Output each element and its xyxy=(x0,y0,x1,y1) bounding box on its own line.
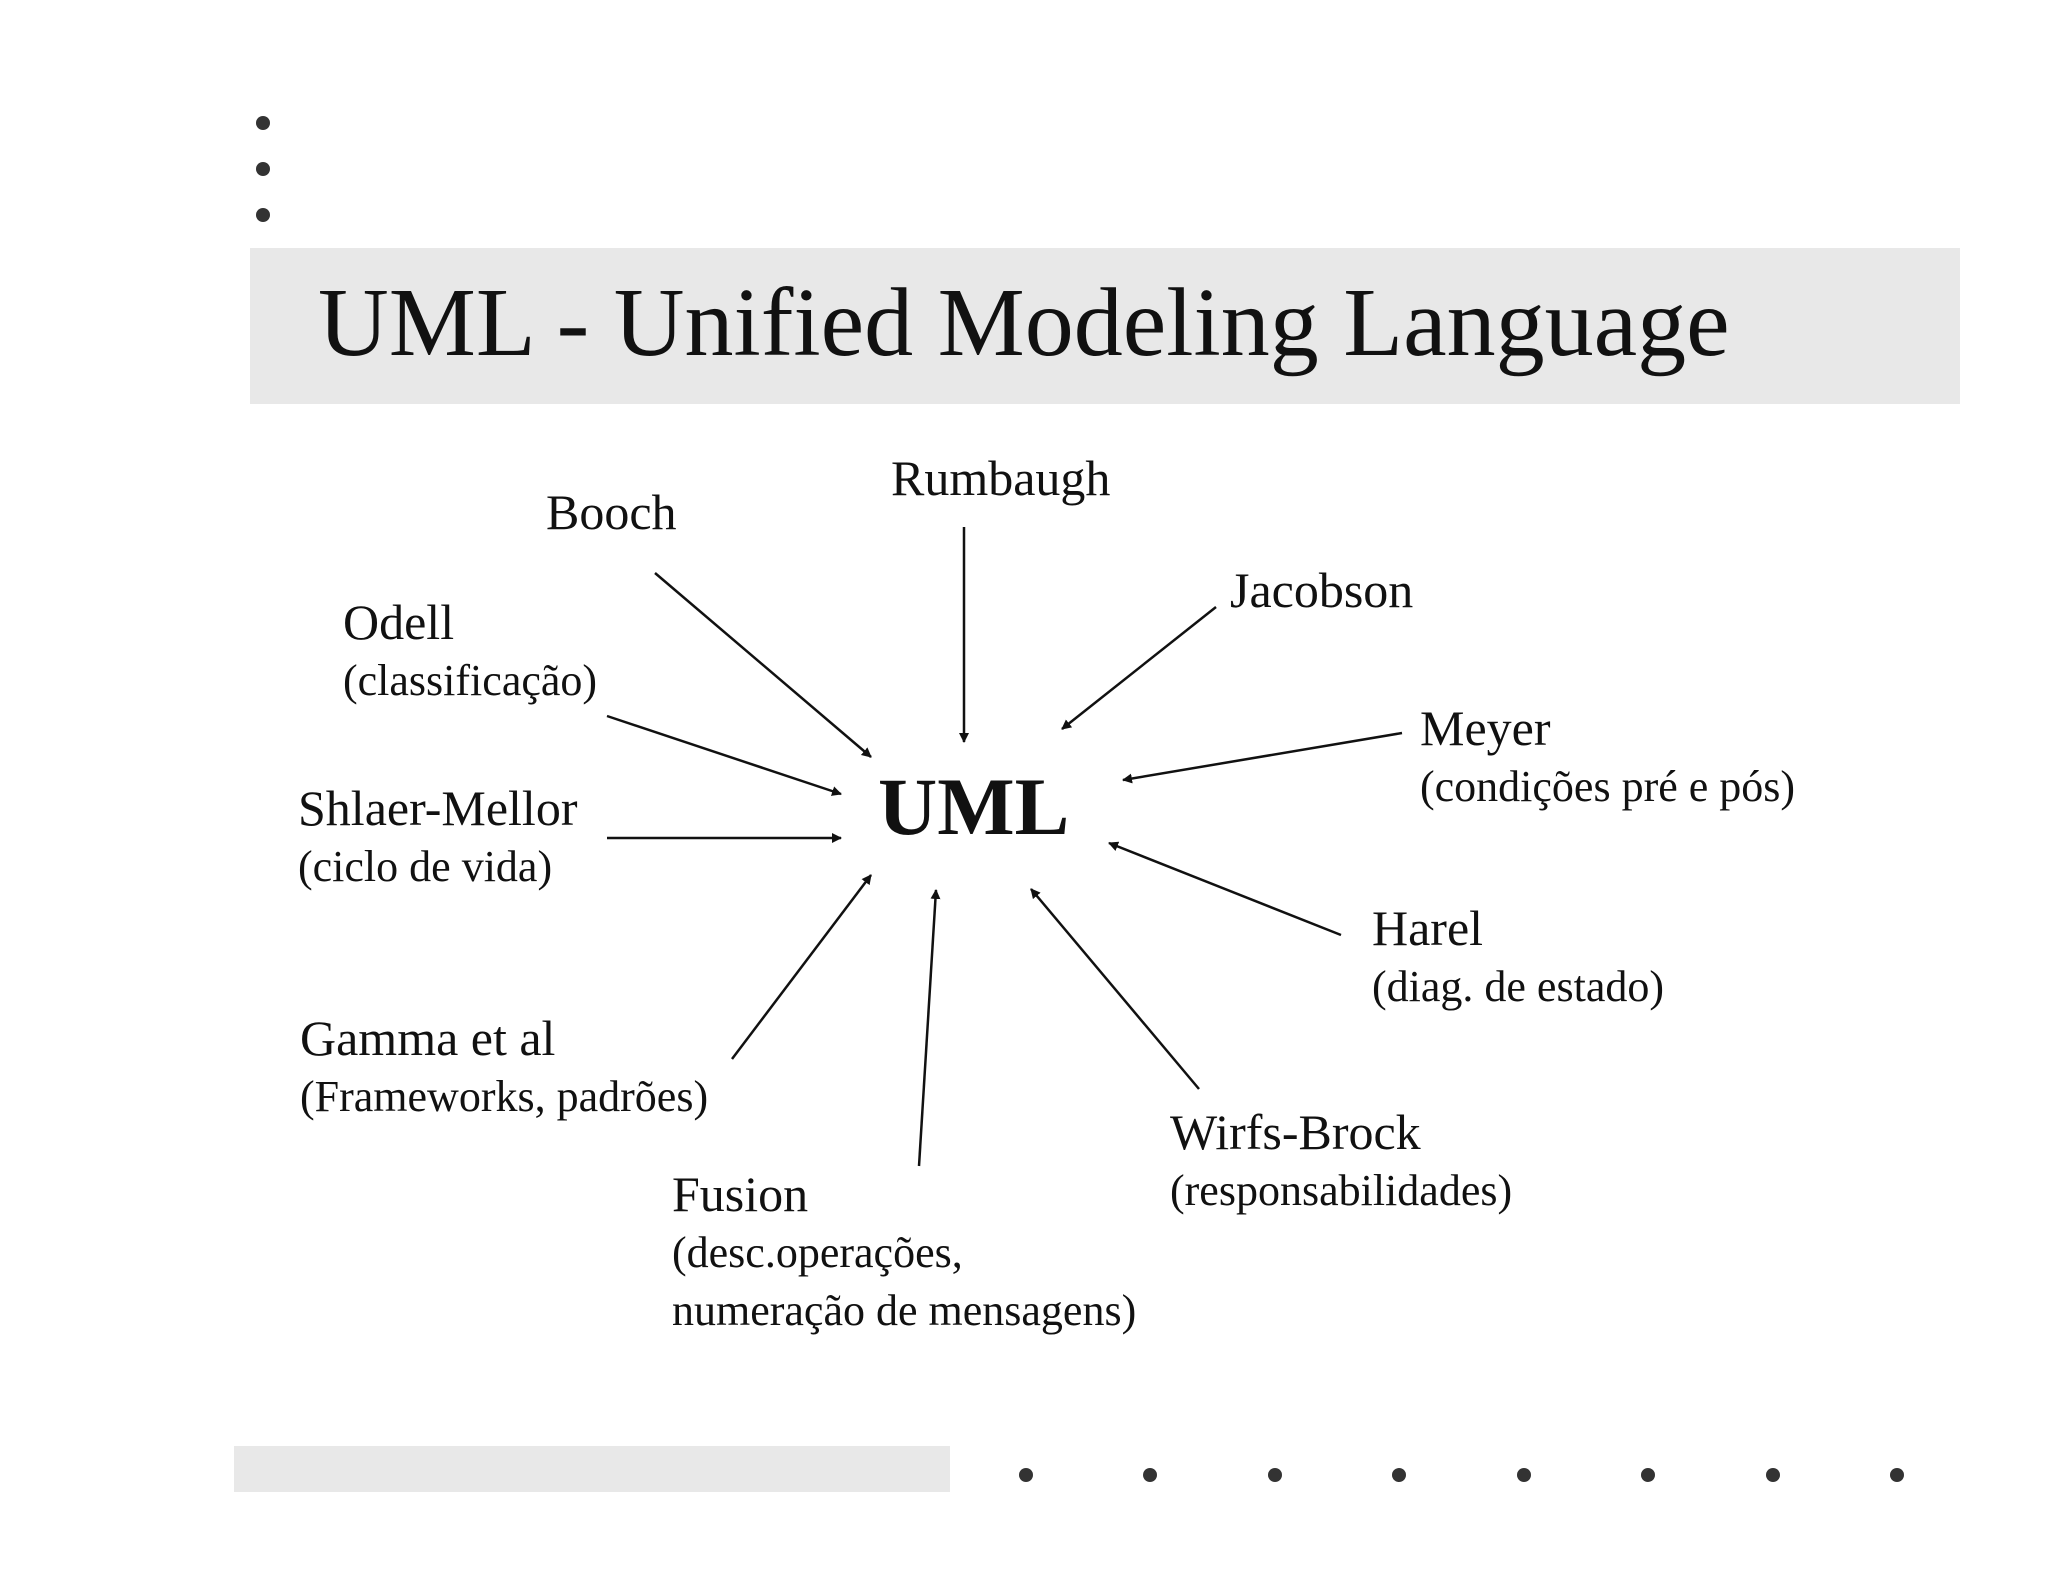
contributor-note: (ciclo de vida) xyxy=(298,842,553,891)
arrow-meyer xyxy=(1122,731,1403,784)
contributor-note: (diag. de estado) xyxy=(1372,962,1664,1011)
decorative-dot xyxy=(256,162,270,176)
title-band xyxy=(250,248,1960,404)
decorative-dot xyxy=(1268,1468,1282,1482)
arrow-odell xyxy=(606,714,842,796)
contributor-wirfs-brock: Wirfs-Brock (responsabilidades) xyxy=(1170,1102,1512,1220)
contributor-name: Shlaer-Mellor xyxy=(298,780,578,836)
decorative-dot xyxy=(1143,1468,1157,1482)
contributor-note: (classificação) xyxy=(343,656,598,705)
decorative-dot xyxy=(256,208,270,222)
contributor-note: (responsabilidades) xyxy=(1170,1166,1513,1215)
contributor-harel: Harel (diag. de estado) xyxy=(1372,898,1664,1016)
contributor-note: (desc.operações, xyxy=(672,1228,963,1277)
uml-center-label: UML xyxy=(878,761,1070,852)
decorative-dot xyxy=(1019,1468,1033,1482)
contributor-shlaer-mellor: Shlaer-Mellor (ciclo de vida) xyxy=(298,778,577,896)
contributor-fusion: Fusion (desc.operações, numeração de men… xyxy=(672,1164,1136,1340)
decorative-dot xyxy=(1766,1468,1780,1482)
contributor-note: (condições pré e pós) xyxy=(1420,762,1796,811)
contributor-name: Rumbaugh xyxy=(891,450,1111,506)
decorative-dot xyxy=(1641,1468,1655,1482)
contributor-jacobson: Jacobson xyxy=(1230,560,1413,620)
contributor-gamma: Gamma et al (Frameworks, padrões) xyxy=(300,1008,708,1126)
contributor-odell: Odell (classificação) xyxy=(343,592,597,710)
arrow-jacobson xyxy=(1061,606,1217,730)
page-title: UML - Unified Modeling Language xyxy=(318,269,1730,377)
arrow-harel xyxy=(1108,841,1342,937)
contributor-note: (Frameworks, padrões) xyxy=(300,1072,709,1121)
footer-band xyxy=(234,1446,950,1492)
contributor-name: Booch xyxy=(546,484,677,540)
contributor-booch: Booch xyxy=(546,482,677,542)
arrow-fusion xyxy=(917,889,941,1167)
arrow-gamma xyxy=(731,874,872,1060)
contributor-name: Jacobson xyxy=(1230,562,1414,618)
contributor-meyer: Meyer (condições pré e pós) xyxy=(1420,698,1795,816)
contributor-name: Odell xyxy=(343,594,455,650)
contributor-name: Meyer xyxy=(1420,700,1551,756)
contributor-rumbaugh: Rumbaugh xyxy=(891,448,1110,508)
contributor-name: Wirfs-Brock xyxy=(1170,1104,1421,1160)
decorative-dot xyxy=(1890,1468,1904,1482)
contributor-name: Harel xyxy=(1372,900,1484,956)
contributor-note: numeração de mensagens) xyxy=(672,1286,1137,1335)
decorative-dot xyxy=(1517,1468,1531,1482)
decorative-dot xyxy=(1392,1468,1406,1482)
contributor-name: Fusion xyxy=(672,1166,809,1222)
decorative-dot xyxy=(256,116,270,130)
arrow-booch xyxy=(654,572,872,758)
contributor-name: Gamma et al xyxy=(300,1010,556,1066)
arrow-wirfs-brock xyxy=(1030,888,1200,1090)
